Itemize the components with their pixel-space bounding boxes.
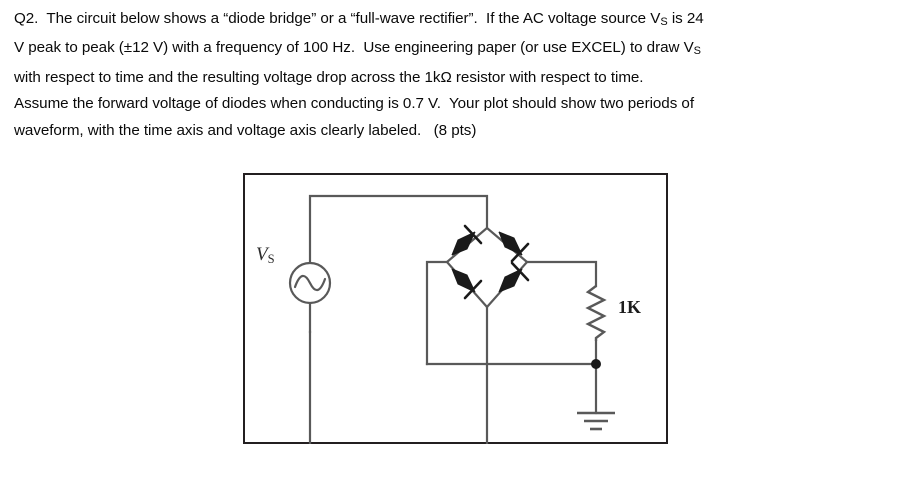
subscript: S	[693, 45, 701, 58]
resistor-label: 1K	[618, 297, 642, 317]
question-line-1: Q2. The circuit below shows a “diode bri…	[14, 10, 704, 28]
ground-symbol	[577, 411, 615, 431]
figure-border	[243, 173, 668, 444]
source-label: VS	[256, 244, 275, 267]
cathode-bar-top-right	[510, 242, 530, 263]
ac-source-symbol	[288, 261, 332, 305]
question-text-block: Q2. The circuit below shows a “diode bri…	[14, 6, 886, 144]
wire-bridge-left-to-rail	[425, 260, 449, 366]
diode-bottom-right	[498, 261, 530, 293]
sine-wave-icon	[293, 274, 327, 292]
junction-dot	[591, 359, 601, 369]
wire-bridge-right-to-resistor	[525, 260, 598, 288]
cathode-bar-top-left	[463, 224, 483, 245]
wire-source-bottom-to-bridge	[308, 305, 489, 444]
cathode-bar-bottom-right	[510, 261, 530, 282]
circuit-figure: VS 1K	[243, 173, 668, 444]
question-line-5: waveform, with the time axis and voltage…	[14, 121, 477, 139]
question-line-2: V peak to peak (±12 V) with a frequency …	[14, 39, 701, 58]
source-label-subscript: S	[267, 252, 275, 267]
question-line-4: Assume the forward voltage of diodes whe…	[14, 95, 694, 113]
diode-top-right	[498, 231, 530, 263]
cathode-bar-bottom-left	[463, 279, 483, 300]
circuit-schematic	[288, 194, 615, 444]
wire-source-top-to-bridge	[308, 194, 489, 265]
subscript: S	[660, 15, 668, 28]
resistor-symbol	[585, 285, 607, 341]
diode-top-left	[451, 224, 483, 256]
question-line-3: with respect to time and the resulting v…	[14, 68, 644, 86]
diode-bottom-left	[451, 268, 483, 300]
